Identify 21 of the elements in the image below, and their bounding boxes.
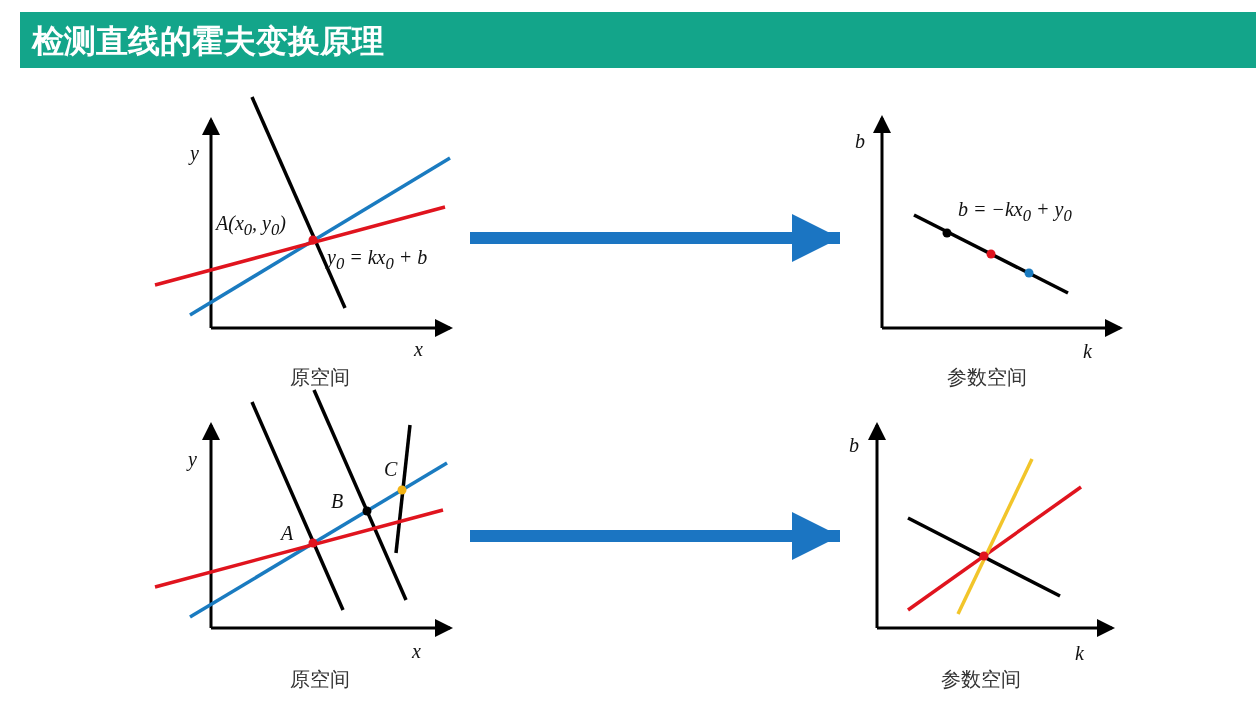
- math-label: k: [1083, 340, 1092, 363]
- panel-caption: 原空间: [290, 666, 350, 693]
- math-label: x: [412, 640, 421, 663]
- math-label: A(x$_{0}$, y$_{0}$): [216, 212, 286, 240]
- title-text: 检测直线的霍夫变换原理: [32, 21, 384, 62]
- arrow: [470, 512, 840, 560]
- math-label: b: [849, 434, 859, 457]
- math-label: B: [331, 490, 344, 513]
- math-label: C: [384, 458, 398, 481]
- math-label: A: [281, 522, 294, 545]
- math-label: b: [855, 130, 865, 153]
- math-label: y: [190, 142, 199, 165]
- math-label: y$_{0}$ = kx$_{0}$ + b: [327, 246, 428, 274]
- panel-caption: 参数空间: [947, 364, 1027, 391]
- panel-caption: 参数空间: [941, 666, 1021, 693]
- math-label: b = −kx$_{0}$ + y$_{0}$: [958, 198, 1072, 226]
- math-label: y: [188, 448, 197, 471]
- panel-caption: 原空间: [290, 364, 350, 391]
- math-label: x: [414, 338, 423, 361]
- arrow: [470, 214, 840, 262]
- math-label: k: [1075, 642, 1084, 665]
